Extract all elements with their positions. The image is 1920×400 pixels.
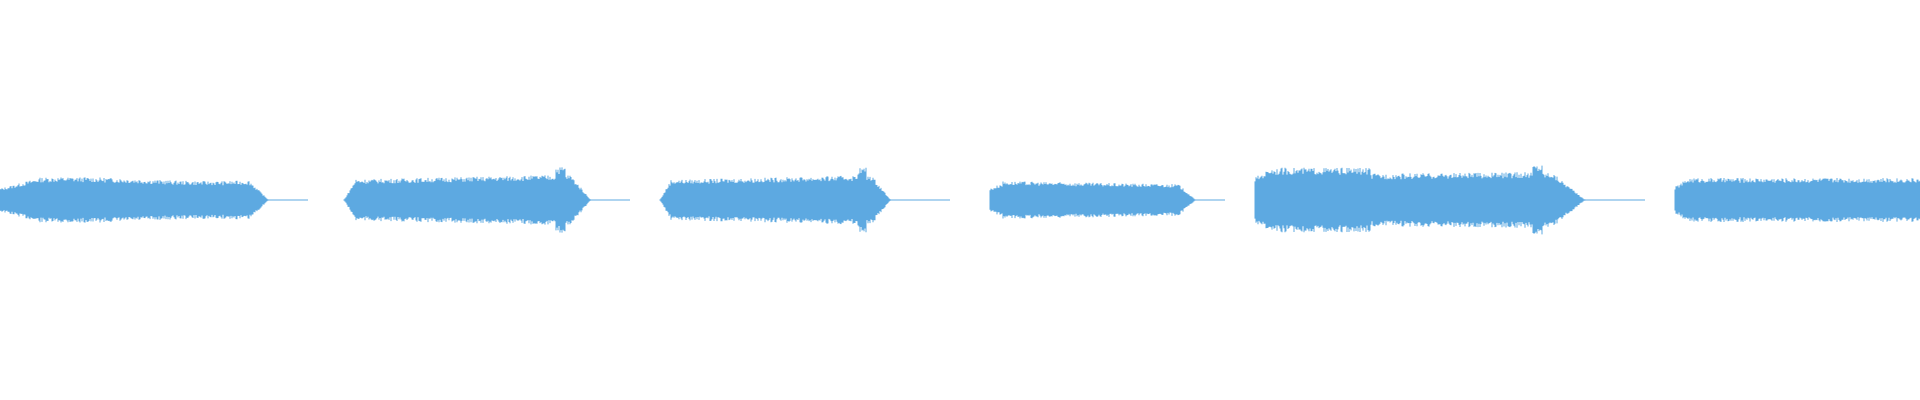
waveform-peaks: [1674, 178, 1920, 222]
waveform-clip-3: [659, 167, 891, 233]
waveform-clip-4: [989, 181, 1196, 219]
waveform-clip-1: [0, 177, 269, 223]
waveform-peaks: [1254, 165, 1586, 235]
waveform-clip-6: [1674, 178, 1920, 222]
waveform-peaks: [989, 181, 1196, 219]
waveform-clip-5: [1254, 165, 1586, 235]
waveform-segments: [0, 165, 1920, 235]
waveform-clip-2: [343, 167, 591, 233]
waveform-peaks: [0, 177, 269, 223]
waveform-peaks: [659, 167, 891, 233]
waveform-peaks: [343, 167, 591, 233]
